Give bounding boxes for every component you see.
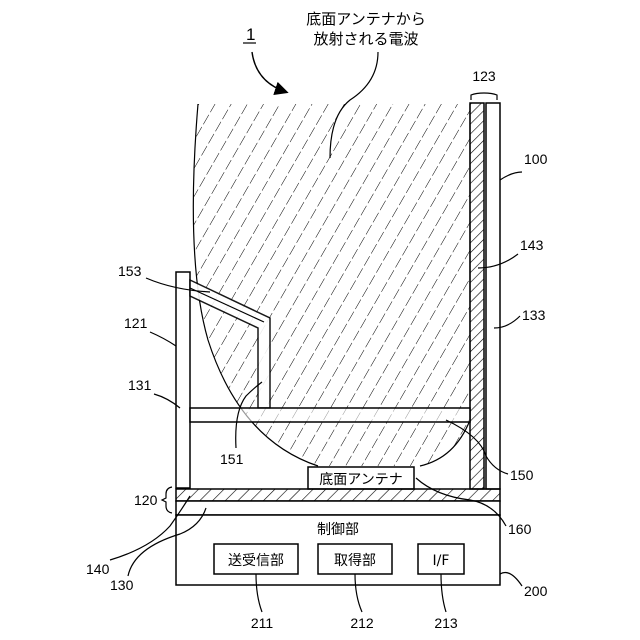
- bracket-123: [471, 93, 497, 100]
- bracket-120: [162, 487, 172, 513]
- label-1: 1: [246, 25, 255, 44]
- label-131: 131: [128, 377, 152, 393]
- controller-label: 制御部: [317, 522, 359, 538]
- label-150: 150: [510, 467, 534, 483]
- label-153: 153: [118, 263, 142, 279]
- label-133: 133: [522, 307, 546, 323]
- leader-200: [500, 573, 522, 587]
- label-123: 123: [472, 68, 496, 84]
- leader-100: [500, 172, 522, 180]
- label-160: 160: [508, 521, 532, 537]
- label-151: 151: [220, 451, 244, 467]
- left-wall: [176, 272, 190, 488]
- label-120: 120: [134, 492, 158, 508]
- label-100: 100: [524, 151, 548, 167]
- horizontal-shelf: [190, 408, 470, 422]
- transceiver-label: 送受信部: [228, 553, 284, 569]
- right-outer-wall: [486, 103, 500, 489]
- label-211: 211: [251, 615, 274, 631]
- label-200: 200: [524, 583, 548, 599]
- system-arrow: [252, 52, 286, 92]
- label-143: 143: [520, 237, 544, 253]
- bottom-antenna-label: 底面アンテナ: [319, 472, 402, 488]
- label-212: 212: [350, 615, 374, 631]
- base-layer: [176, 501, 500, 515]
- leader-121: [150, 332, 176, 346]
- label-121: 121: [124, 315, 148, 331]
- hatched-right-wall: [470, 103, 484, 489]
- label-213: 213: [434, 615, 458, 631]
- caption-line-1: 底面アンテナから: [306, 10, 425, 28]
- acquisition-label: 取得部: [334, 552, 376, 569]
- interface-label: I/F: [433, 553, 450, 569]
- label-140: 140: [86, 561, 110, 577]
- caption-line-2: 放射される電波: [313, 30, 418, 48]
- label-130: 130: [110, 577, 134, 593]
- base-plate: [176, 489, 500, 501]
